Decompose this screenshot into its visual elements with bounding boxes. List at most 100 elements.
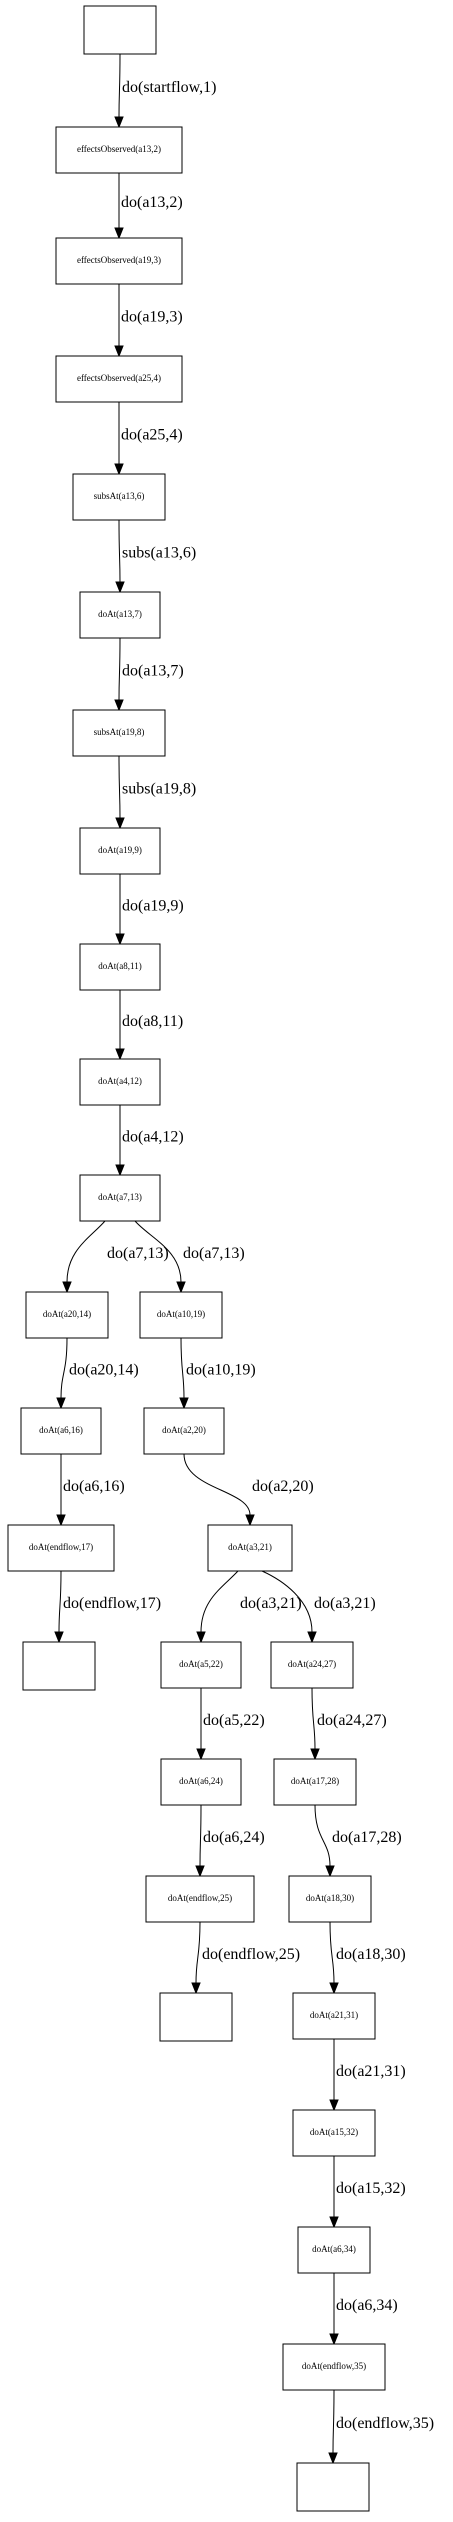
edge-line [118, 519, 121, 583]
node-box [160, 1758, 242, 1806]
edge: do(endflow,35) [328, 2389, 434, 2465]
state-node: effectsObserved(a25,4) [55, 355, 183, 403]
state-node: doAt(a3,21) [207, 1524, 293, 1572]
arrow-head-icon [114, 116, 124, 129]
edge: do(a6,24) [195, 1804, 265, 1878]
arrow-head-icon [176, 1281, 186, 1294]
node-box [22, 1641, 96, 1691]
state-node: doAt(a6,24) [160, 1758, 242, 1806]
edge-line [200, 1570, 239, 1633]
edge-label: subs(a19,8) [122, 781, 196, 798]
edge-line [118, 53, 121, 118]
edge-label: do(a19,3) [121, 309, 183, 326]
arrow-head-icon [329, 1982, 339, 1995]
edge-line [332, 2389, 335, 2454]
node-label: subsAt(a13,6) [94, 491, 145, 501]
edge: do(a17,28) [314, 1804, 402, 1878]
state-node: doAt(a15,32) [292, 2109, 376, 2157]
node-box [72, 473, 166, 521]
state-node: doAt(endflow,25) [145, 1875, 255, 1923]
state-node: doAt(a7,13) [79, 1174, 161, 1222]
node-box [159, 1992, 233, 2042]
arrow-head-icon [54, 1631, 64, 1644]
arrow-head-icon [56, 1397, 66, 1410]
arrow-head-icon [179, 1397, 189, 1410]
edge: do(a10,19) [179, 1337, 256, 1410]
node-box [282, 2343, 386, 2391]
arrow-head-icon [191, 1982, 201, 1995]
edge-line [261, 1570, 313, 1633]
node-label: doAt(a17,28) [291, 1776, 339, 1786]
node-box [79, 1174, 161, 1222]
edge: do(a6,16) [56, 1454, 125, 1527]
node-label: doAt(a18,30) [306, 1893, 354, 1903]
edge: subs(a13,6) [115, 519, 196, 594]
edge: do(startflow,1) [114, 53, 217, 129]
edge-label: do(a7,13) [183, 1245, 245, 1262]
arrow-head-icon [329, 2099, 339, 2112]
edge-line [134, 1220, 182, 1283]
node-box [20, 1407, 102, 1455]
edge-label: do(a3,21) [240, 1595, 302, 1612]
state-node: doAt(a5,22) [160, 1641, 242, 1689]
edge: do(a6,34) [329, 2273, 398, 2346]
node-label: effectsObserved(a13,2) [77, 144, 161, 154]
state-node: doAt(a17,28) [273, 1758, 357, 1806]
state-node: doAt(a4,12) [79, 1058, 161, 1106]
edge-label: do(a21,31) [336, 2063, 406, 2080]
edge-label: do(endflow,17) [63, 1595, 161, 1612]
node-label: doAt(a6,16) [39, 1425, 83, 1435]
edge-label: do(a10,19) [186, 1362, 256, 1379]
edge-label: do(a25,4) [121, 427, 183, 444]
edge-label: do(a6,16) [63, 1478, 125, 1495]
edge: do(a15,32) [329, 2156, 406, 2229]
edge-label: do(a13,7) [122, 663, 184, 680]
node-label: doAt(a24,27) [288, 1659, 336, 1669]
node-box [270, 1641, 354, 1689]
state-node: doAt(a18,30) [288, 1875, 372, 1923]
node-label: doAt(a2,20) [162, 1425, 206, 1435]
edge-label: do(a15,32) [336, 2180, 406, 2197]
node-label: effectsObserved(a19,3) [77, 255, 161, 265]
edge: do(a13,7) [114, 637, 184, 712]
node-label: doAt(a20,14) [43, 1309, 91, 1319]
state-node: doAt(a2,20) [143, 1407, 225, 1455]
edge-label: do(a20,14) [69, 1362, 139, 1379]
arrow-head-icon [114, 227, 124, 240]
edge-label: do(a8,11) [122, 1013, 183, 1030]
node-box [292, 2109, 376, 2157]
node-label: doAt(a8,11) [98, 961, 141, 971]
node-label: doAt(a10,19) [157, 1309, 205, 1319]
state-node: doAt(a6,34) [297, 2226, 371, 2274]
node-box [145, 1875, 255, 1923]
edge-label: do(endflow,25) [202, 1946, 300, 1963]
edge: do(a4,12) [115, 1105, 184, 1177]
arrow-head-icon [329, 2333, 339, 2346]
edge-line [314, 1804, 331, 1867]
arrow-head-icon [245, 1514, 255, 1527]
node-label: doAt(a13,7) [98, 609, 142, 619]
node-box [83, 5, 157, 55]
state-node: doAt(a10,19) [139, 1291, 223, 1339]
node-label: doAt(endflow,35) [302, 2361, 366, 2371]
edge: subs(a19,8) [115, 755, 196, 830]
state-node: subsAt(a19,8) [72, 709, 166, 757]
terminal-node [159, 1992, 233, 2042]
edge: do(a7,13) [62, 1220, 169, 1294]
state-node: effectsObserved(a13,2) [55, 126, 183, 174]
edge-label: do(a24,27) [317, 1712, 387, 1729]
edge: do(a19,3) [114, 284, 183, 358]
edge-label: do(startflow,1) [122, 79, 217, 96]
edge-label: do(a13,2) [121, 194, 183, 211]
edge-line [199, 1804, 202, 1867]
edges-layer: do(startflow,1) do(a13,2) do(a19,3) do(a25,… [54, 53, 434, 2465]
nodes-layer: effectsObserved(a13,2) effectsObserved(a1… [7, 5, 386, 2512]
state-node: doAt(a8,11) [79, 943, 161, 991]
edge: do(a25,4) [114, 402, 183, 476]
edge-label: do(endflow,35) [336, 2415, 434, 2432]
edge-label: do(a7,13) [107, 1245, 169, 1262]
arrow-head-icon [195, 1865, 205, 1878]
node-box [55, 126, 183, 174]
node-label: doAt(a6,24) [179, 1776, 223, 1786]
